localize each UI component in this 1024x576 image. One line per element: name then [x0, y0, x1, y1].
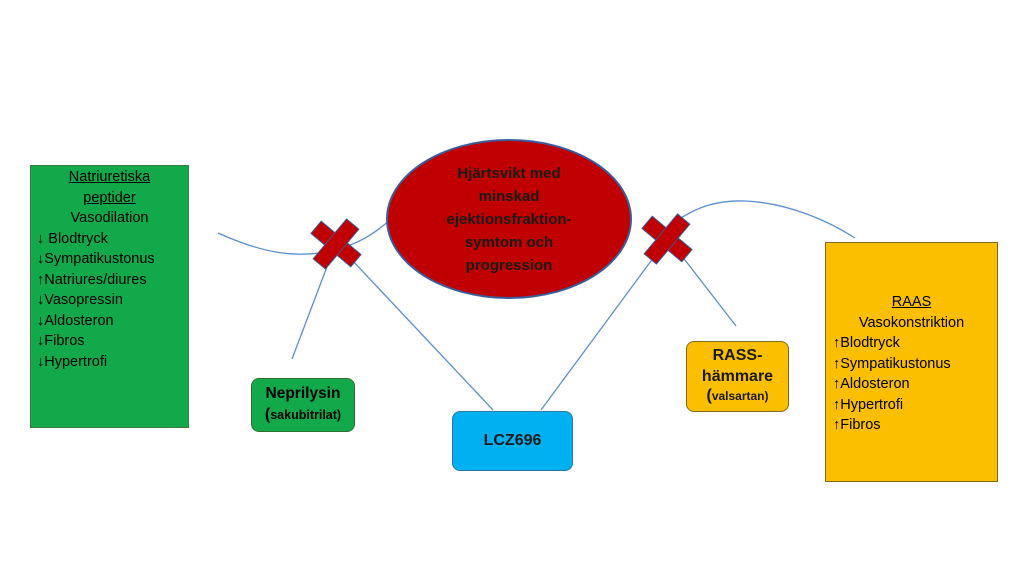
neprilysin-label: Neprilysin	[265, 385, 341, 402]
natriuretic-item: ↓Vasopressin	[37, 292, 123, 308]
raas-item: ↑Aldosteron	[833, 376, 910, 392]
right-curve	[659, 200, 856, 239]
center-line: symtom och	[464, 233, 554, 251]
rass-inhibitor-box: RASS- hämmare (valsartan)	[686, 341, 789, 412]
raas-box: RAAS Vasokonstriktion ↑Blodtryck ↑Sympat…	[825, 242, 998, 482]
right-cross-icon	[641, 213, 693, 265]
natriuretic-item: ↓Fibros	[37, 333, 85, 349]
center-line: ejektionsfraktion-	[446, 210, 572, 228]
rass-drug: (valsartan)	[687, 387, 788, 405]
natriuretic-item: ↓Hypertrofi	[37, 353, 108, 370]
raas-item: ↑Hypertrofi	[833, 396, 904, 413]
natriuretic-item: ↓ Blodtryck	[37, 230, 108, 247]
rass-line1: RASS-	[712, 347, 763, 364]
neprilysin-paren: (	[264, 406, 271, 423]
center-line: minskad	[478, 187, 540, 205]
left-curve	[217, 219, 391, 255]
lcz696-label: LCZ696	[483, 432, 542, 449]
raas-item: ↑Sympatikustonus	[833, 355, 951, 372]
neprilysin-box: Neprilysin (sakubitrilat)	[251, 378, 355, 432]
raas-item: ↑Fibros	[833, 417, 881, 433]
natriuretic-title-line2: peptider	[83, 189, 136, 206]
natriuretic-item: ↓Aldosteron	[37, 312, 114, 329]
center-line: Hjärtsvikt med	[457, 164, 561, 182]
heart-failure-ellipse: Hjärtsvikt med minskad ejektionsfraktion…	[386, 139, 632, 299]
rass-drug-name: valsartan)	[711, 389, 769, 403]
neprilysin-drug: (sakubitrilat)	[252, 406, 354, 424]
natriuretic-subtitle: Vasodilation	[70, 210, 149, 226]
raas-item: ↑Blodtryck	[833, 335, 900, 351]
neprilysin-drug-name: sakubitrilat)	[270, 408, 342, 422]
natriuretic-item: ↓Sympatikustonus	[37, 251, 155, 267]
natriuretic-title-line1: Natriuretiska	[68, 169, 151, 185]
lcz-right-connector	[540, 237, 669, 411]
raas-subtitle: Vasokonstriktion	[858, 314, 965, 331]
center-line: progression	[465, 256, 553, 274]
left-cross-icon	[310, 218, 362, 270]
rass-paren: (	[706, 387, 712, 404]
rass-line2: hämmare	[701, 368, 774, 385]
natriuretic-item: ↑Natriures/diures	[37, 271, 147, 288]
lcz-left-connector	[335, 242, 494, 411]
raas-title: RAAS	[891, 294, 932, 310]
natriuretic-peptides-box: Natriuretiska peptider Vasodilation ↓ Bl…	[30, 165, 189, 428]
lcz696-box: LCZ696	[452, 411, 573, 471]
